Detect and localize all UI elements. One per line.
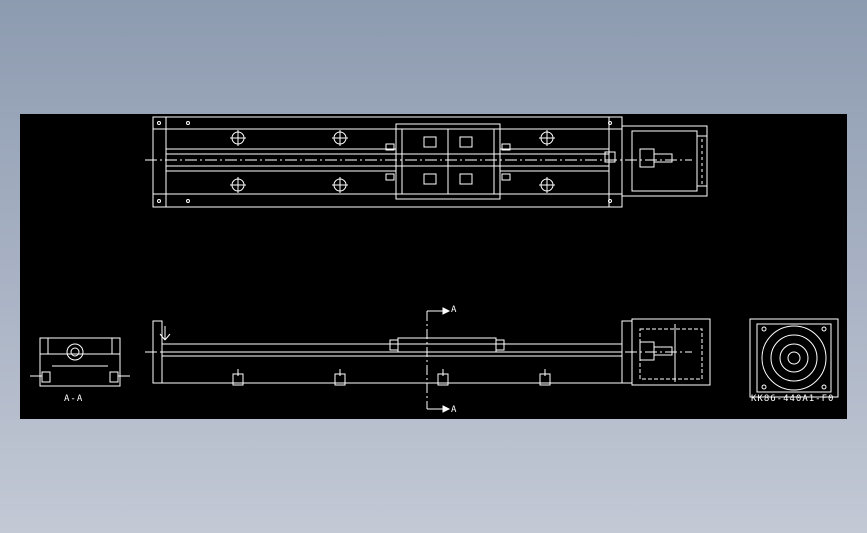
section-marker-bottom-label: A: [451, 405, 458, 415]
section-marker-top-label: A: [451, 305, 458, 315]
section-view-label: A-A: [64, 394, 84, 404]
part-number-label: KK86-440A1-F0: [751, 394, 835, 404]
top-view: [152, 116, 708, 208]
top-view-mounting-holes: [157, 121, 612, 203]
section-cut-line: [426, 307, 451, 413]
end-view: [749, 318, 839, 398]
cad-drawing-canvas: A A A-A KK86-440A1-F0: [20, 114, 847, 419]
section-a-a-view: [30, 337, 130, 387]
